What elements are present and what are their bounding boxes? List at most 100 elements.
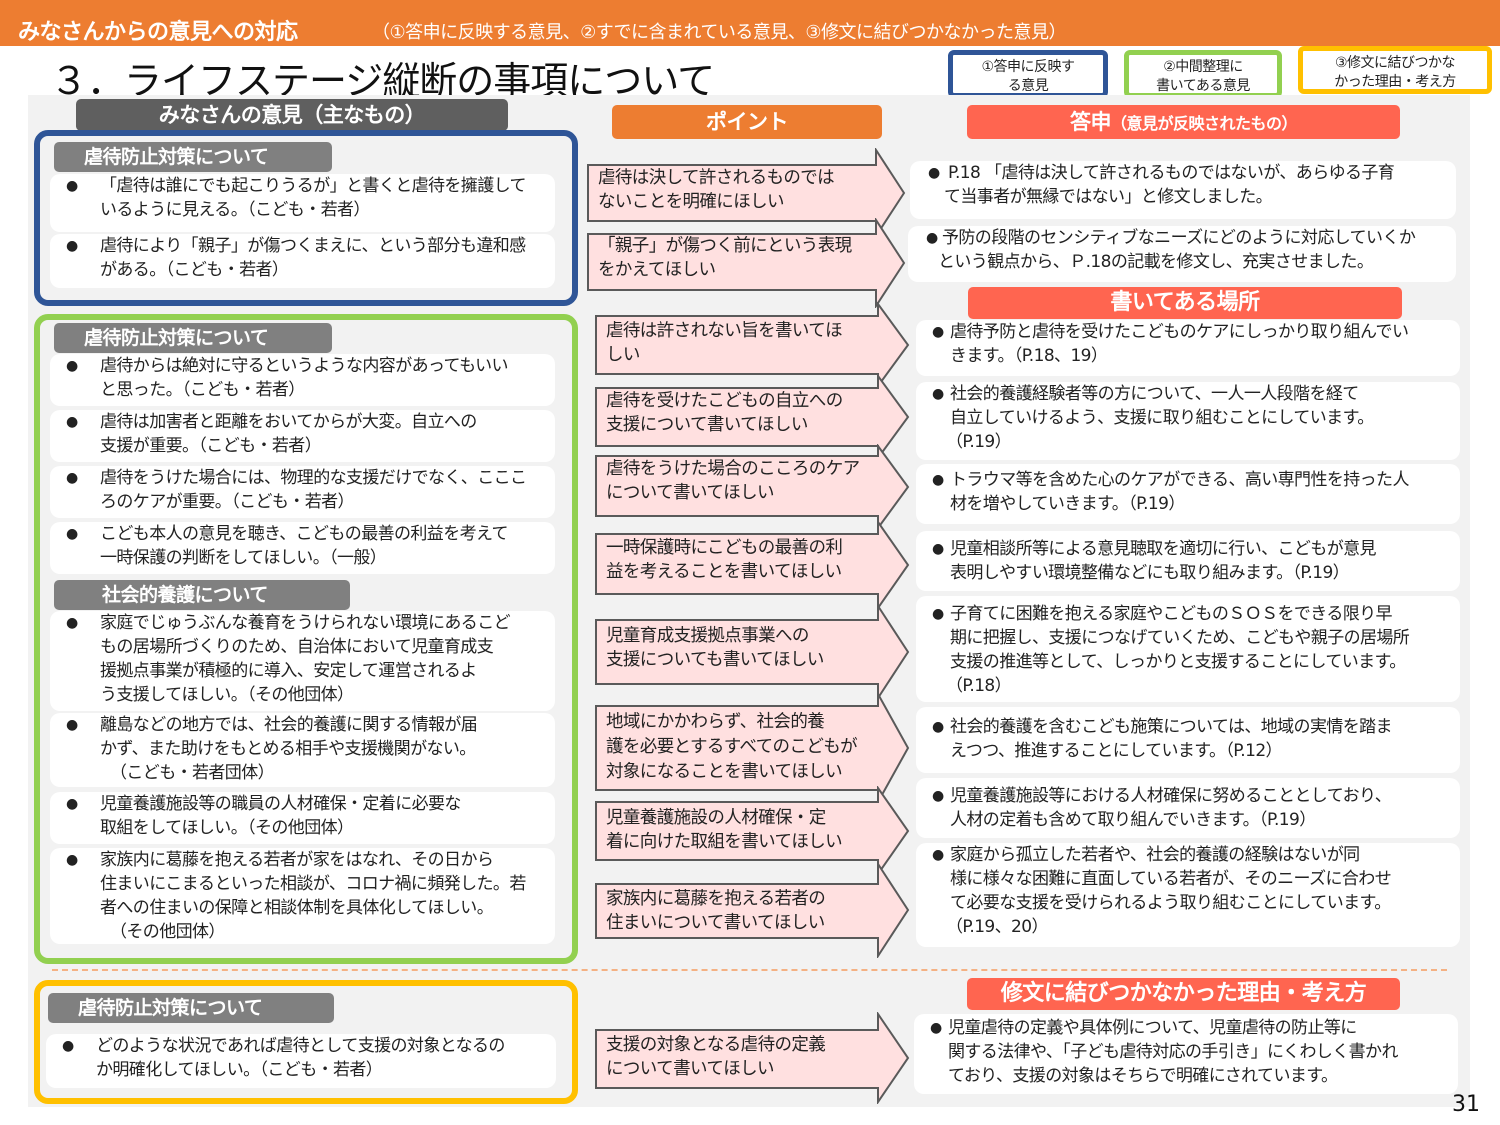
bullet-icon: ● — [928, 165, 940, 181]
legend-label: 書いてある意見 — [1156, 78, 1250, 94]
point-arrow: 児童育成支援拠点事業への 支援についても書いてほしい — [594, 604, 910, 700]
point-text: 虐待をうけた場合のこころのケア — [606, 459, 860, 479]
point-arrow: 虐待は許されない旨を書いてほ しい — [594, 302, 910, 388]
written-text: 期に把握し、支援につなげていくため、こどもや親子の居場所 — [950, 628, 1410, 648]
reason-text: 児童虐待の定義や具体例について、児童虐待の防止等に — [948, 1018, 1357, 1038]
legend-label: る意見 — [1007, 78, 1049, 94]
not-revised-header: 修文に結びつかなかった理由・考え方 — [967, 978, 1400, 1010]
point-arrow: 一時保護時にこどもの最善の利 益を考えることを書いてほしい — [594, 520, 910, 610]
opinion-text: 家族内に葛藤を抱える若者が家をはなれ、その日から — [100, 850, 494, 870]
written-text: 家庭から孤立した若者や、社会的養護の経験はないが同 — [950, 845, 1360, 865]
opinion-text: 援拠点事業が積極的に導入、安定して運営されるよ — [100, 661, 477, 681]
bullet-icon: ● — [62, 1038, 74, 1054]
category-tab: 虐待防止対策について — [54, 323, 332, 353]
bullet-icon: ● — [66, 796, 78, 812]
written-item: ● トラウマ等を含めた心のケアができる、高い専門性を持った人 材を増やしていきま… — [916, 464, 1460, 524]
opinion-item: ● 離島などの地方では、社会的養護に関する情報が届 かず、また助けをもとめる相手… — [50, 713, 555, 787]
bullet-icon: ● — [932, 472, 944, 488]
opinion-text: どのような状況であれば虐待として支援の対象となるの — [96, 1036, 505, 1056]
opinion-text: かず、また助けをもとめる相手や支援機関がない。 — [100, 739, 476, 759]
point-header: ポイント — [612, 105, 882, 139]
opinion-text: か明確化してほしい。（こども・若者） — [96, 1060, 383, 1080]
point-text: について書いてほしい — [606, 483, 775, 503]
opinion-item: ● 虐待からは絶対に守るというような内容があってもいい と思った。（こども・若者… — [50, 354, 555, 406]
opinion-item: ● こども本人の意見を聴き、こどもの最善の利益を考えて 一時保護の判断をしてほし… — [50, 522, 555, 574]
legend-reflected: ①答申に反映す る意見 — [948, 50, 1108, 98]
opinion-text: ろのケアが重要。（こども・若者） — [100, 492, 355, 512]
point-text: ないことを明確にほしい — [598, 192, 785, 212]
point-text: 益を考えることを書いてほしい — [606, 562, 842, 582]
reason-text: ており、支援の対象はそちらで明確にされています。 — [948, 1066, 1338, 1086]
arrow-shape-icon — [587, 218, 906, 308]
arrow-shape-icon — [595, 786, 910, 876]
point-text: 一時保護時にこどもの最善の利 — [606, 538, 843, 558]
point-arrow: 児童養護施設の人材確保・定 着に向けた取組を書いてほしい — [594, 786, 910, 876]
arrow-shape-icon — [595, 692, 910, 804]
legend-label: かった理由・考え方 — [1334, 74, 1456, 90]
legend-label: ②中間整理に — [1163, 59, 1243, 75]
bullet-icon: ● — [932, 847, 944, 863]
point-text: 虐待は許されない旨を書いてほ — [606, 321, 843, 341]
bullet-icon: ● — [932, 541, 944, 557]
answer-text: て当事者が無縁ではない」と修文しました。 — [944, 187, 1273, 207]
point-text: 児童養護施設の人材確保・定 — [606, 808, 826, 828]
written-text: 社会的養護経験者等の方について、一人一人段階を経て — [950, 384, 1359, 404]
bullet-icon: ● — [66, 178, 78, 194]
written-text: えつつ、推進することにしています。（P.12） — [950, 741, 1283, 761]
written-text: て必要な支援を受けられるよう取り組むことにしています。 — [950, 893, 1391, 913]
arrow-shape-icon — [595, 302, 910, 388]
opinion-text: （その他団体） — [110, 922, 225, 942]
bullet-icon: ● — [932, 606, 944, 622]
written-text: 児童相談所等による意見聴取を適切に行い、こどもが意見 — [950, 539, 1376, 559]
written-item: ● 社会的養護を含むこども施策については、地域の実情を踏ま えつつ、推進すること… — [916, 707, 1460, 773]
point-arrow: 地域にかかわらず、社会的養 護を必要とするすべてのこどもが 対象になることを書い… — [594, 692, 910, 804]
banner-title: みなさんからの意見への対応 — [18, 20, 298, 45]
opinion-text: 家庭でじゅうぶんな養育をうけられない環境にあるこど — [100, 613, 511, 633]
answer-item: ● 予防の段階のセンシティブなニーズにどのように対応していくか という観点から、… — [908, 226, 1456, 282]
opinion-text: がある。（こども・若者） — [100, 260, 289, 280]
written-text: トラウマ等を含めた心のケアができる、高い専門性を持った人 — [950, 470, 1409, 490]
point-text: 虐待を受けたこどもの自立への — [606, 391, 843, 411]
point-arrow: 虐待は決して許されるものでは ないことを明確にほしい — [586, 148, 906, 238]
reason-text: 関する法律や、「子ども虐待対応の手引き」にくわしく書かれ — [948, 1042, 1398, 1062]
arrow-shape-icon — [595, 444, 910, 530]
written-text: （P.18） — [946, 676, 1012, 696]
written-item: ● 児童養護施設等における人材確保に努めることとしており、 人材の定着も含めて取… — [916, 778, 1460, 838]
answer-text: P.18 「虐待は決して許されるものではないが、あらゆる子育 — [948, 163, 1395, 183]
opinion-text: と思った。（こども・若者） — [100, 380, 305, 400]
written-text: 社会的養護を含むこども施策については、地域の実情を踏ま — [950, 717, 1393, 737]
arrow-shape-icon — [587, 148, 906, 238]
legend-label: ①答申に反映す — [981, 59, 1075, 75]
written-item: ● 社会的養護経験者等の方について、一人一人段階を経て 自立していけるよう、支援… — [916, 382, 1460, 460]
opinion-text: 離島などの地方では、社会的養護に関する情報が届 — [100, 715, 478, 735]
opinion-text: う支援してほしい。（その他団体） — [100, 685, 354, 705]
answer-header-note: （意見が反映されたもの） — [1110, 114, 1298, 133]
written-item: ● 虐待予防と虐待を受けたこどものケアにしっかり取り組んでい きます。（P.18… — [916, 320, 1460, 376]
point-arrow: 「親子」が傷つく前にという表現 をかえてほしい — [586, 218, 906, 308]
point-text: 支援についても書いてほしい — [606, 650, 824, 670]
opinion-text: 取組をしてほしい。（その他団体） — [100, 818, 354, 838]
bullet-icon: ● — [930, 1020, 942, 1036]
bullet-icon: ● — [66, 717, 78, 733]
written-text: （P.19、20） — [946, 917, 1048, 937]
written-text: （P.19） — [946, 432, 1012, 452]
point-text: 住まいについて書いてほしい — [606, 913, 825, 933]
category-tab: 社会的養護について — [54, 580, 350, 610]
bullet-icon: ● — [66, 470, 78, 486]
answer-header-label: 答申 — [1069, 110, 1112, 134]
written-text: 様に様々な困難に直面している若者が、そのニーズに合わせ — [950, 869, 1392, 889]
point-text: しい — [606, 345, 640, 365]
bullet-icon: ● — [932, 788, 944, 804]
point-arrow: 支援の対象となる虐待の定義 について書いてほしい — [594, 1012, 910, 1104]
banner-subtitle: （①答申に反映する意見、②すでに含まれている意見、③修文に結びつかなかった意見） — [372, 22, 1067, 43]
point-arrow: 虐待を受けたこどもの自立への 支援について書いてほしい — [594, 374, 910, 460]
opinion-item: ● 家庭でじゅうぶんな養育をうけられない環境にあるこど もの居場所づくりのため、… — [50, 611, 555, 711]
bullet-icon: ● — [66, 615, 78, 631]
opinion-item: ● 虐待により「親子」が傷つくまえに、という部分も違和感 がある。（こども・若者… — [50, 234, 555, 288]
point-arrow: 家族内に葛藤を抱える若者の 住まいについて書いてほしい — [594, 862, 910, 958]
opinion-item: ● 児童養護施設等の職員の人材確保・定着に必要な 取組をしてほしい。（その他団体… — [50, 792, 555, 844]
written-item: ● 子育てに困難を抱える家庭やこどものＳＯＳをできる限り早 期に把握し、支援につ… — [916, 596, 1460, 702]
point-text: 対象になることを書いてほしい — [606, 762, 843, 782]
opinion-text: もの居場所づくりのため、自治体において児童育成支 — [100, 637, 494, 657]
legend-included: ②中間整理に 書いてある意見 — [1124, 50, 1282, 98]
